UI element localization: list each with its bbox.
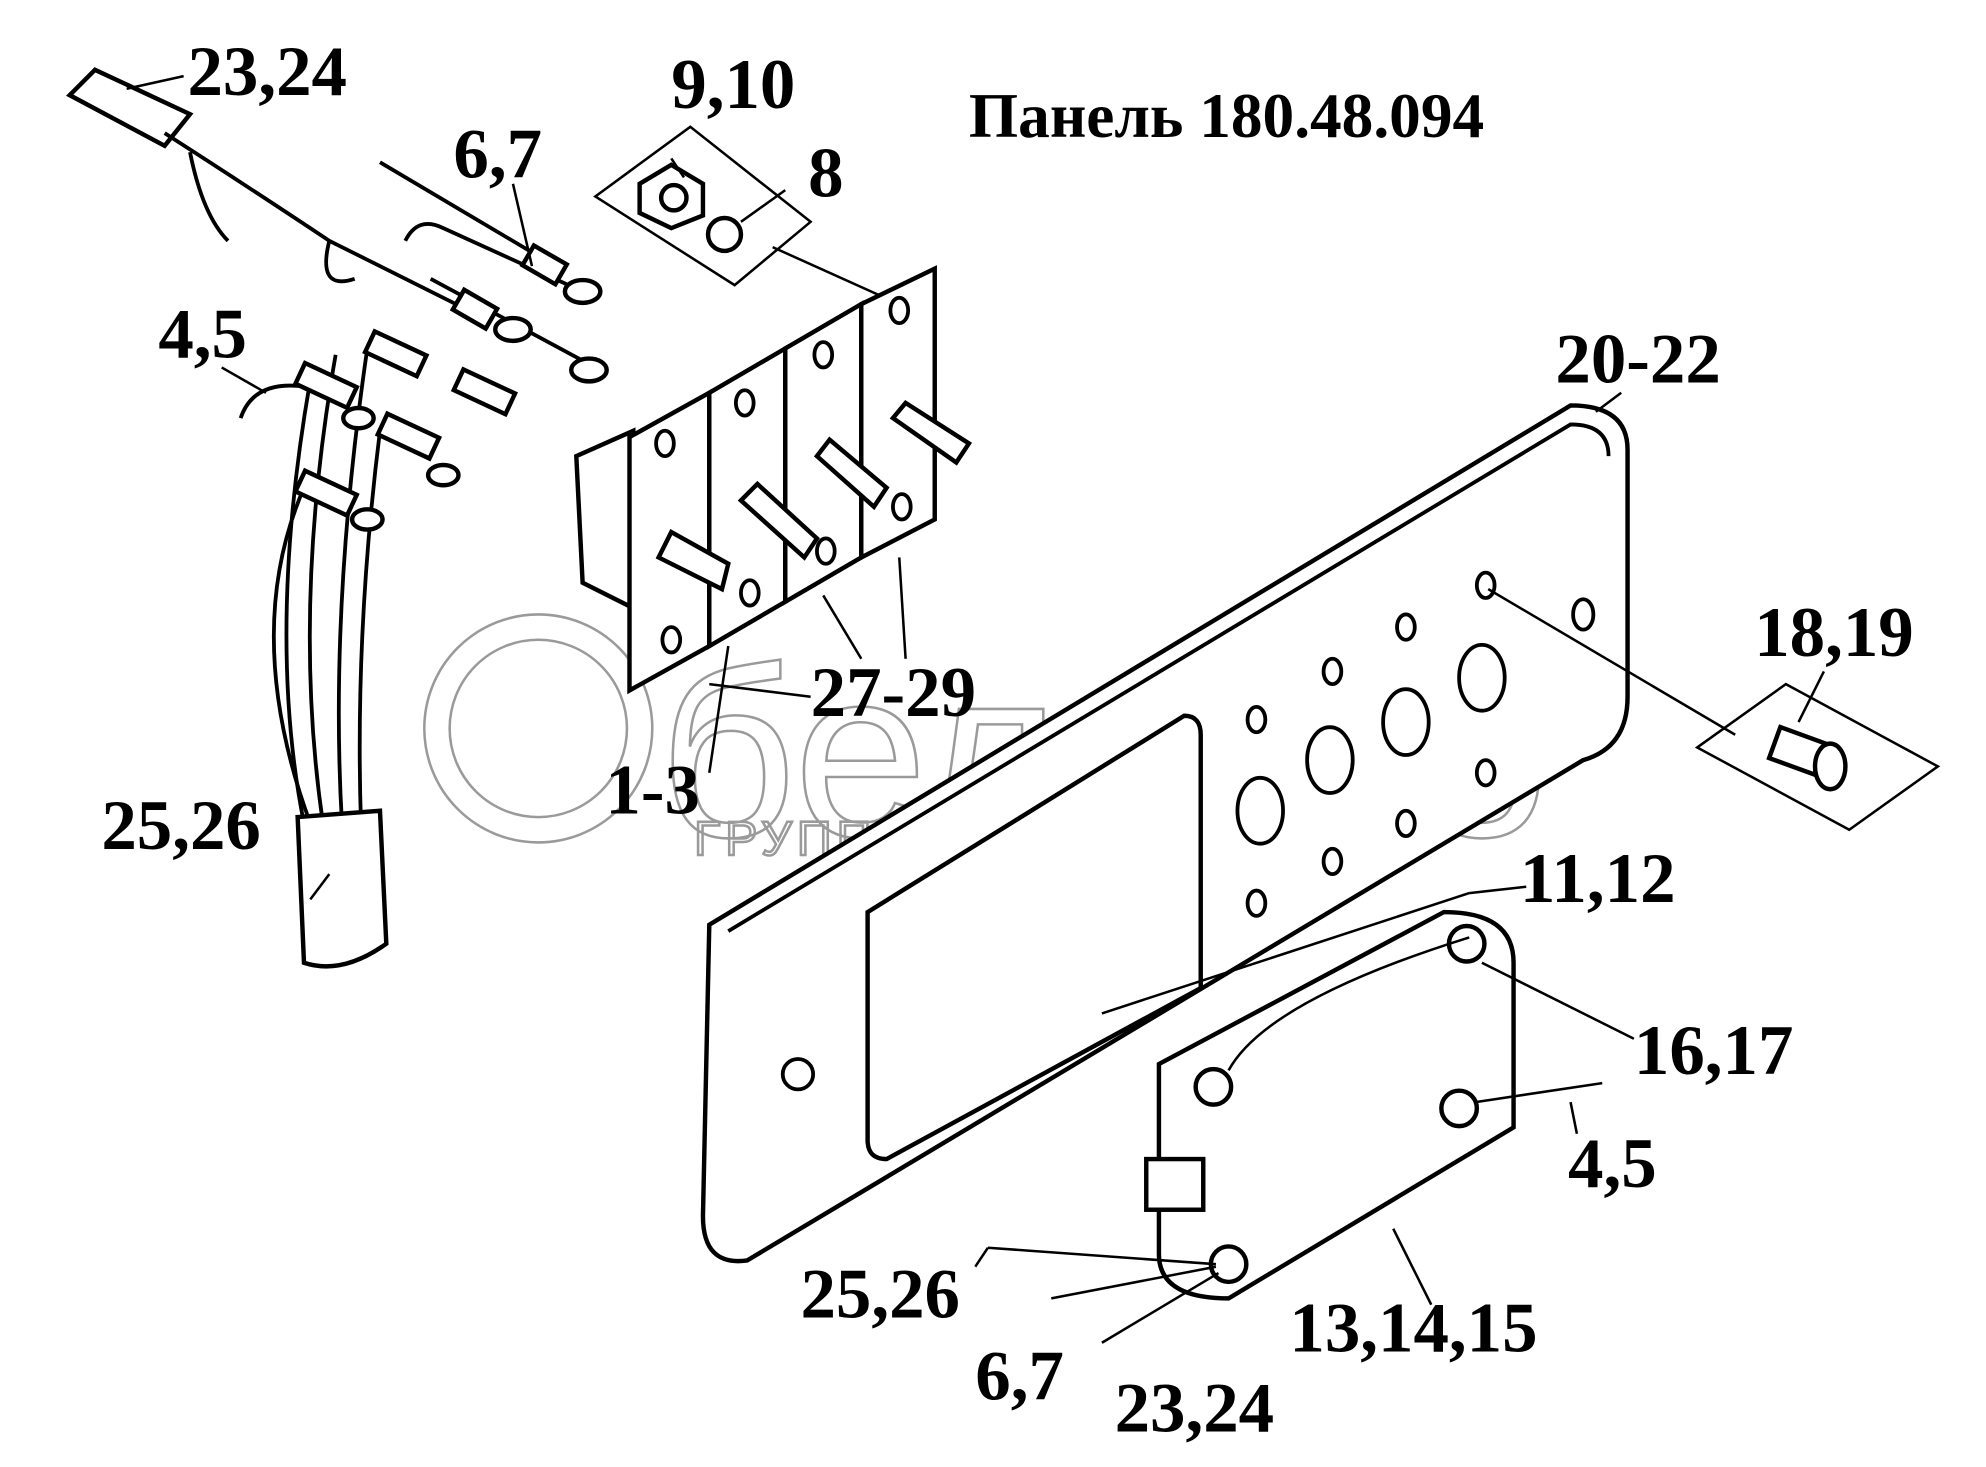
wire-bundle-part (238, 328, 518, 969)
callout-label: 1-3 (605, 751, 700, 829)
callout-label: 8 (808, 134, 843, 212)
screw-part (1694, 682, 1941, 832)
callout-label: 25,26 (101, 787, 261, 865)
callout-label: 27-29 (811, 654, 976, 732)
callout-label: 4,5 (1568, 1125, 1657, 1203)
callout-label: 4,5 (158, 295, 247, 373)
callout-label: 13,14,15 (1289, 1290, 1537, 1368)
module-box-part (987, 885, 1635, 1344)
nut-washer-part (593, 125, 900, 306)
callout-label: 18,19 (1754, 594, 1914, 672)
leader-lines (126, 74, 1826, 1268)
callout-label: 6,7 (453, 115, 542, 193)
callout-label: 25,26 (800, 1255, 960, 1333)
callout-label: 23,24 (187, 33, 347, 111)
diagram-title: Панель 180.48.094 (969, 81, 1484, 151)
callout-label: 16,17 (1634, 1012, 1794, 1090)
callout-label: 23,24 (1115, 1369, 1275, 1447)
callout-label: 11,12 (1520, 840, 1676, 918)
wire-terminals-part (379, 160, 609, 384)
switch-block-part (574, 265, 973, 773)
panel-plate-part (700, 391, 1736, 1264)
callout-label: 20-22 (1555, 321, 1720, 399)
callout-label: 9,10 (671, 46, 795, 124)
cable-end-part (65, 67, 483, 319)
callout-label: 6,7 (975, 1338, 1064, 1416)
